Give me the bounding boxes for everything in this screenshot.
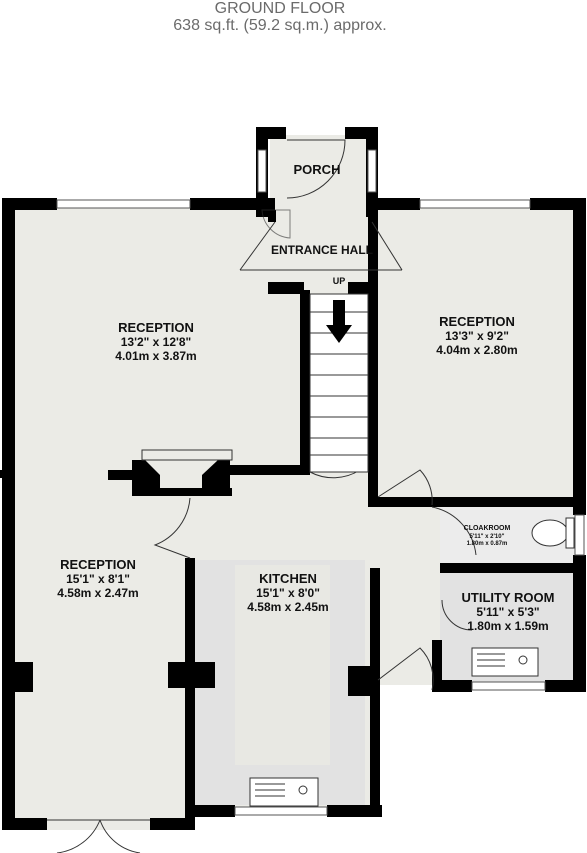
- kitchen-metric: 4.58m x 2.45m: [247, 600, 328, 614]
- fixtures: [249, 517, 575, 807]
- stairs-up-label: UP: [333, 276, 346, 286]
- utility-room-imperial: 5'11" x 5'3": [476, 605, 539, 619]
- kitchen-island: [235, 565, 330, 765]
- plan-title: GROUND FLOOR 638 sq.ft. (59.2 sq.m.) app…: [0, 0, 560, 34]
- floor-surfaces: [5, 135, 580, 830]
- porch-label: PORCH: [294, 162, 341, 177]
- reception-front-right-metric: 4.04m x 2.80m: [436, 343, 517, 357]
- reception-rear-imperial: 15'1" x 8'1": [66, 572, 130, 586]
- room-labels: PORCH ENTRANCE HALL UP RECEPTION 13'2" x…: [57, 162, 554, 633]
- reception-front-left-imperial: 13'2" x 12'8": [121, 335, 191, 349]
- walls: [0, 127, 586, 830]
- kitchen-name: KITCHEN: [259, 571, 317, 586]
- reception-front-left-name: RECEPTION: [118, 320, 194, 335]
- reception-rear-name: RECEPTION: [60, 557, 136, 572]
- windows: [56, 149, 585, 816]
- reception-front-right-imperial: 13'3" x 9'2": [445, 329, 509, 343]
- toilet-cistern: [565, 517, 575, 549]
- utility-room-metric: 1.80m x 1.59m: [467, 619, 548, 633]
- staircase: [309, 293, 369, 473]
- kitchen-sink: [249, 777, 319, 807]
- entrance-hall-label: ENTRANCE HALL: [271, 243, 373, 257]
- toilet-bowl: [531, 519, 569, 547]
- cloakroom-imperial: 5'11" x 2'10": [470, 534, 505, 540]
- cloakroom-metric: 1.80m x 0.87m: [467, 541, 508, 547]
- utility-room-name: UTILITY ROOM: [462, 590, 555, 605]
- reception-front-left-metric: 4.01m x 3.87m: [115, 349, 196, 363]
- stairs-arrow: [326, 300, 352, 343]
- cloakroom-name: CLOAKROOM: [464, 525, 511, 532]
- utility-sink: [471, 647, 539, 677]
- reception-rear-metric: 4.58m x 2.47m: [57, 586, 138, 600]
- floor-name: GROUND FLOOR: [214, 0, 346, 17]
- fireplace-hearth: [141, 449, 233, 461]
- doors: [47, 139, 477, 853]
- kitchen-imperial: 15'1" x 8'0": [256, 586, 320, 600]
- floor-area: 638 sq.ft. (59.2 sq.m.) approx.: [173, 17, 387, 34]
- reception-front-right-name: RECEPTION: [439, 314, 515, 329]
